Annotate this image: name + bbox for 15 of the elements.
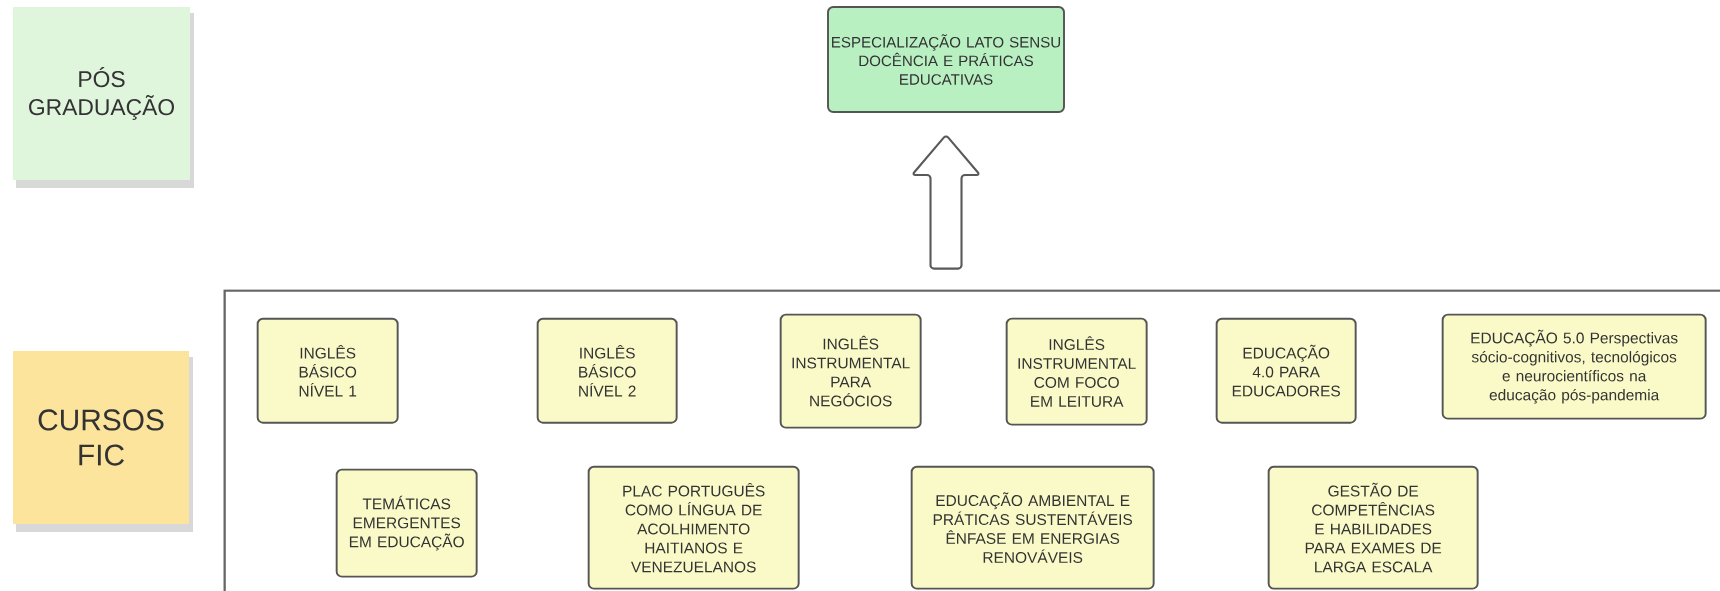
course-box: INGLÊS INSTRUMENTAL COM FOCO EM LEITURA [1005, 317, 1148, 426]
course-box: GESTÃO DE COMPETÊNCIAS E HABILIDADES PARA EXAMES DE LARGA ESCALA [1267, 465, 1479, 590]
course-box: INGLÊS BÁSICO NÍVEL 1 [256, 317, 399, 424]
course-box: PLAC PORTUGUÊS COMO LÍNGUA DE ACOLHIMENTO HAITIANOS E VENEZUELANOS [587, 465, 800, 590]
course-box: INGLÊS INSTRUMENTAL PARA NEGÓCIOS [779, 313, 922, 429]
sticky-note: PÓS GRADUAÇÃO [13, 7, 194, 188]
sticky-note: CURSOS FIC [13, 351, 193, 532]
frame [223, 289, 1720, 591]
course-box: EDUCAÇÃO 5.0 Perspectivas sócio-cognitivos, tecnológicos e neurocientíficos na educação pós-pandemia [1441, 313, 1707, 420]
course-box: INGLÊS BÁSICO NÍVEL 2 [536, 317, 678, 424]
course-box: TEMÁTICAS EMERGENTES EM EDUCAÇÃO [335, 468, 478, 578]
program-box: ESPECIALIZAÇÃO LATO SENSU DOCÊNCIA E PRÁTICAS EDUCATIVAS [827, 6, 1065, 113]
course-box: EDUCAÇÃO AMBIENTAL E PRÁTICAS SUSTENTÁVEIS ÊNFASE EM ENERGIAS RENOVÁVEIS [910, 465, 1155, 590]
course-box: EDUCAÇÃO 4.0 PARA EDUCADORES [1215, 317, 1357, 424]
block-arrow [912, 135, 980, 270]
